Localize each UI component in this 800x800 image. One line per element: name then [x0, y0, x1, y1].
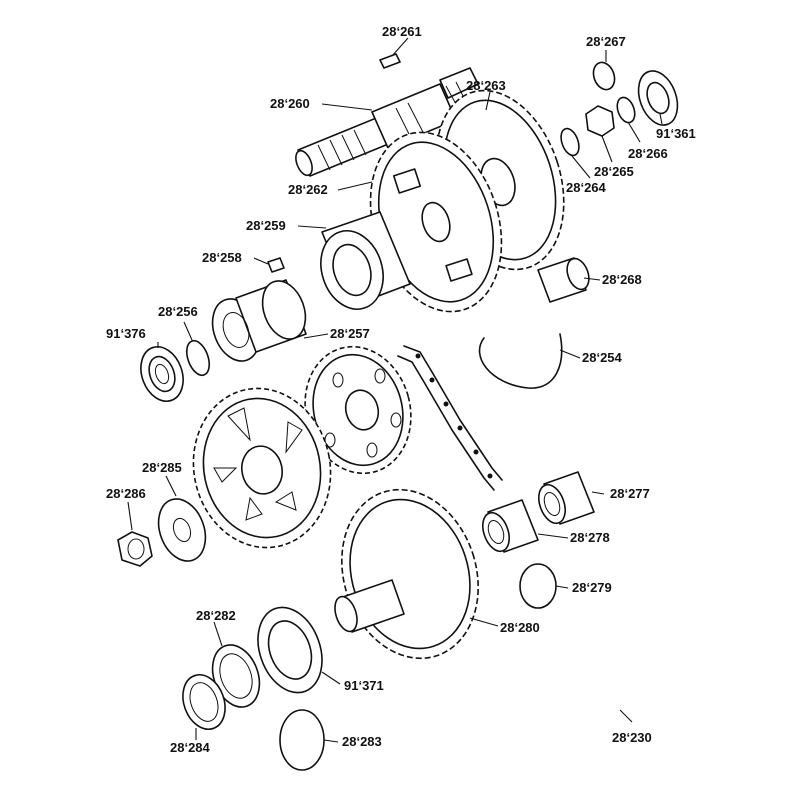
- label-28279: 28‘279: [572, 580, 612, 595]
- circlip-28264: [560, 127, 580, 157]
- leader-lines: [127, 37, 663, 743]
- washer-28285: [157, 498, 207, 562]
- label-28265: 28‘265: [594, 164, 634, 179]
- nut-28265: [585, 105, 615, 137]
- label-28254: 28‘254: [582, 350, 623, 365]
- needle-bearing-28278: [482, 499, 539, 553]
- label-28283: 28‘283: [342, 734, 382, 749]
- label-28264: 28‘264: [566, 180, 607, 195]
- label-28284: 28‘284: [170, 740, 211, 755]
- gear-28280: [334, 488, 479, 660]
- label-91376: 91‘376: [106, 326, 146, 341]
- pin-28258: [267, 257, 285, 273]
- ring-28266: [616, 96, 636, 124]
- label-28278: 28‘278: [570, 530, 610, 545]
- circlip-28256: [185, 339, 211, 377]
- bearing-91361: [637, 70, 679, 126]
- spring-clip-28254: [478, 333, 563, 389]
- nut-28286: [117, 531, 153, 567]
- needle-bearing-28277: [538, 471, 595, 525]
- washer-28267: [592, 61, 616, 91]
- label-28267: 28‘267: [586, 34, 626, 49]
- label-28282: 28‘282: [196, 608, 236, 623]
- sprocket-28257: [304, 345, 412, 475]
- bearing-91371: [257, 606, 323, 694]
- label-28256: 28‘256: [158, 304, 198, 319]
- chain: [397, 345, 503, 491]
- sprocket-large: [192, 387, 332, 549]
- label-28257: 28‘257: [330, 326, 370, 341]
- label-28266: 28‘266: [628, 146, 668, 161]
- label-91361: 91‘361: [656, 126, 696, 141]
- ring-28284: [182, 674, 226, 730]
- bearing-91376: [140, 346, 184, 402]
- label-28259: 28‘259: [246, 218, 286, 233]
- disc-28283: [279, 709, 325, 771]
- label-28263: 28‘263: [466, 78, 506, 93]
- part-labels: 28‘261 28‘260 28‘263 28‘267 91‘361 28‘26…: [106, 24, 696, 755]
- label-28258: 28‘258: [202, 250, 242, 265]
- bushing-28268: [537, 257, 590, 303]
- label-28262: 28‘262: [288, 182, 328, 197]
- label-91371: 91‘371: [344, 678, 384, 693]
- label-28277: 28‘277: [610, 486, 650, 501]
- label-28285: 28‘285: [142, 460, 182, 475]
- label-28268: 28‘268: [602, 272, 642, 287]
- clutch-28259: [320, 211, 411, 310]
- label-28280: 28‘280: [500, 620, 540, 635]
- label-28286: 28‘286: [106, 486, 146, 501]
- disc-28279: [519, 563, 557, 609]
- label-28260: 28‘260: [270, 96, 310, 111]
- label-28261: 28‘261: [382, 24, 422, 39]
- hub-28256: [211, 279, 307, 362]
- key-28261: [379, 53, 401, 69]
- label-28230: 28‘230: [612, 730, 652, 745]
